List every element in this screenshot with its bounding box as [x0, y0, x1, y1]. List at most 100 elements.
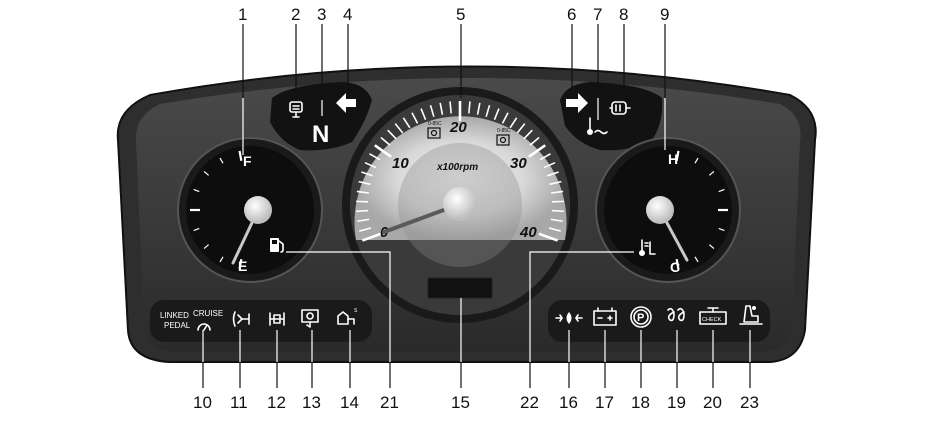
dial-tick [364, 161, 377, 169]
four-wheel-drive-icon [232, 311, 250, 327]
engine-speed-control-icon: S [337, 308, 358, 325]
dial-tick [509, 117, 518, 129]
fuel-gauge-hub [244, 196, 272, 224]
top-callout-numbers: 1 2 3 4 5 6 7 8 9 [238, 5, 669, 24]
temp-hot-label: H [668, 151, 678, 167]
fuel-filter-icon [555, 312, 583, 324]
svg-text:0-85C: 0-85C [428, 121, 442, 127]
right-warning-strip [548, 300, 770, 342]
callout-8: 8 [619, 5, 628, 24]
temp-gauge-hub [646, 196, 674, 224]
dial-tick [380, 136, 391, 146]
linked-pedal-label-line2: PEDAL [164, 321, 191, 330]
lcd-display [427, 277, 493, 299]
callout-4: 4 [343, 5, 352, 24]
dial-tick [219, 256, 224, 263]
coolant-temp-icon [639, 239, 656, 256]
engine-check-icon: CHECK [699, 307, 727, 325]
callout-19: 19 [667, 393, 686, 412]
dial-tick [238, 259, 243, 270]
dial-tick [523, 129, 533, 140]
top-callout-leaders [242, 24, 666, 155]
dial-tick [694, 256, 699, 263]
turn-left-arrow-icon [336, 93, 356, 113]
dial-tick [358, 180, 371, 186]
dial-tick [468, 101, 471, 114]
dial-tick [708, 244, 715, 250]
dial-tick [550, 218, 563, 223]
dial-tick [219, 157, 224, 164]
fuel-pump-icon [270, 238, 284, 253]
callout-14: 14 [340, 393, 359, 412]
cruise-label: CRUISE [193, 309, 223, 318]
dial-tick [476, 102, 481, 115]
callout-22: 22 [520, 393, 539, 412]
bottom-callout-numbers: 10 11 12 13 14 21 15 22 16 17 18 19 20 2… [193, 393, 759, 412]
dial-tick [493, 108, 500, 120]
temp-gauge-ticks [675, 150, 728, 270]
svg-text:S: S [354, 308, 358, 314]
dial-tick [528, 144, 546, 158]
tachometer-hub [443, 187, 477, 221]
dial-tick [203, 244, 210, 250]
dial-tick [193, 188, 200, 193]
seat-operator-icon [739, 305, 763, 325]
dial-tick [193, 227, 200, 232]
callout-7: 7 [593, 5, 602, 24]
callout-5: 5 [456, 5, 465, 24]
dial-tick [203, 170, 210, 176]
dial-tick [549, 180, 562, 186]
bottom-callout-leaders [202, 251, 751, 388]
tach-right-indicator-icon: 0-85C [496, 128, 511, 146]
tach-label-30: 30 [510, 155, 527, 172]
dial-tick [356, 209, 369, 213]
dial-tick [361, 171, 374, 177]
callout-6: 6 [567, 5, 576, 24]
dial-tick [675, 259, 680, 270]
callout-20: 20 [703, 393, 722, 412]
dial-tick [546, 171, 559, 177]
dial-tick [449, 101, 452, 114]
tachometer-ticks [356, 101, 564, 242]
fuel-gauge-ticks [190, 150, 243, 270]
dial-tick [359, 227, 372, 232]
dial-tick [675, 150, 680, 161]
parking-brake-icon: P [630, 306, 652, 328]
dial-tick [539, 153, 551, 161]
temp-cold-label: C [670, 259, 680, 275]
dial-tick [357, 218, 370, 223]
callout-1: 1 [238, 5, 247, 24]
differential-lock-icon [269, 312, 285, 326]
tach-label-20: 20 [449, 119, 467, 136]
dial-tick [439, 102, 444, 115]
dial-tick [387, 129, 397, 140]
tach-unit-label: x100rpm [436, 162, 478, 173]
dial-tick [411, 112, 419, 124]
dial-tick [551, 190, 564, 194]
svg-text:0-85C: 0-85C [497, 128, 511, 134]
tach-label-10: 10 [392, 155, 409, 172]
callout-23: 23 [740, 393, 759, 412]
callout-3: 3 [317, 5, 326, 24]
callout-21: 21 [380, 393, 399, 412]
callout-11: 11 [230, 393, 248, 412]
dial-tick [694, 157, 699, 164]
fuel-full-label: F [243, 153, 252, 169]
right-indicator-pod [560, 82, 663, 151]
fuel-empty-label: E [238, 258, 247, 274]
dial-tick [369, 153, 381, 161]
dial-tick [543, 161, 556, 169]
dial-tick [501, 112, 509, 124]
tach-left-indicator-icon: 0-85C [427, 121, 442, 139]
svg-text:P: P [637, 312, 644, 324]
callout-9: 9 [660, 5, 669, 24]
dial-tick [429, 105, 435, 118]
pto-icon [301, 309, 319, 328]
dial-tick [551, 209, 564, 213]
cruise-gauge-icon [197, 323, 211, 331]
callout-16: 16 [559, 393, 578, 412]
callout-17: 17 [595, 393, 614, 412]
dial-tick [529, 136, 540, 146]
